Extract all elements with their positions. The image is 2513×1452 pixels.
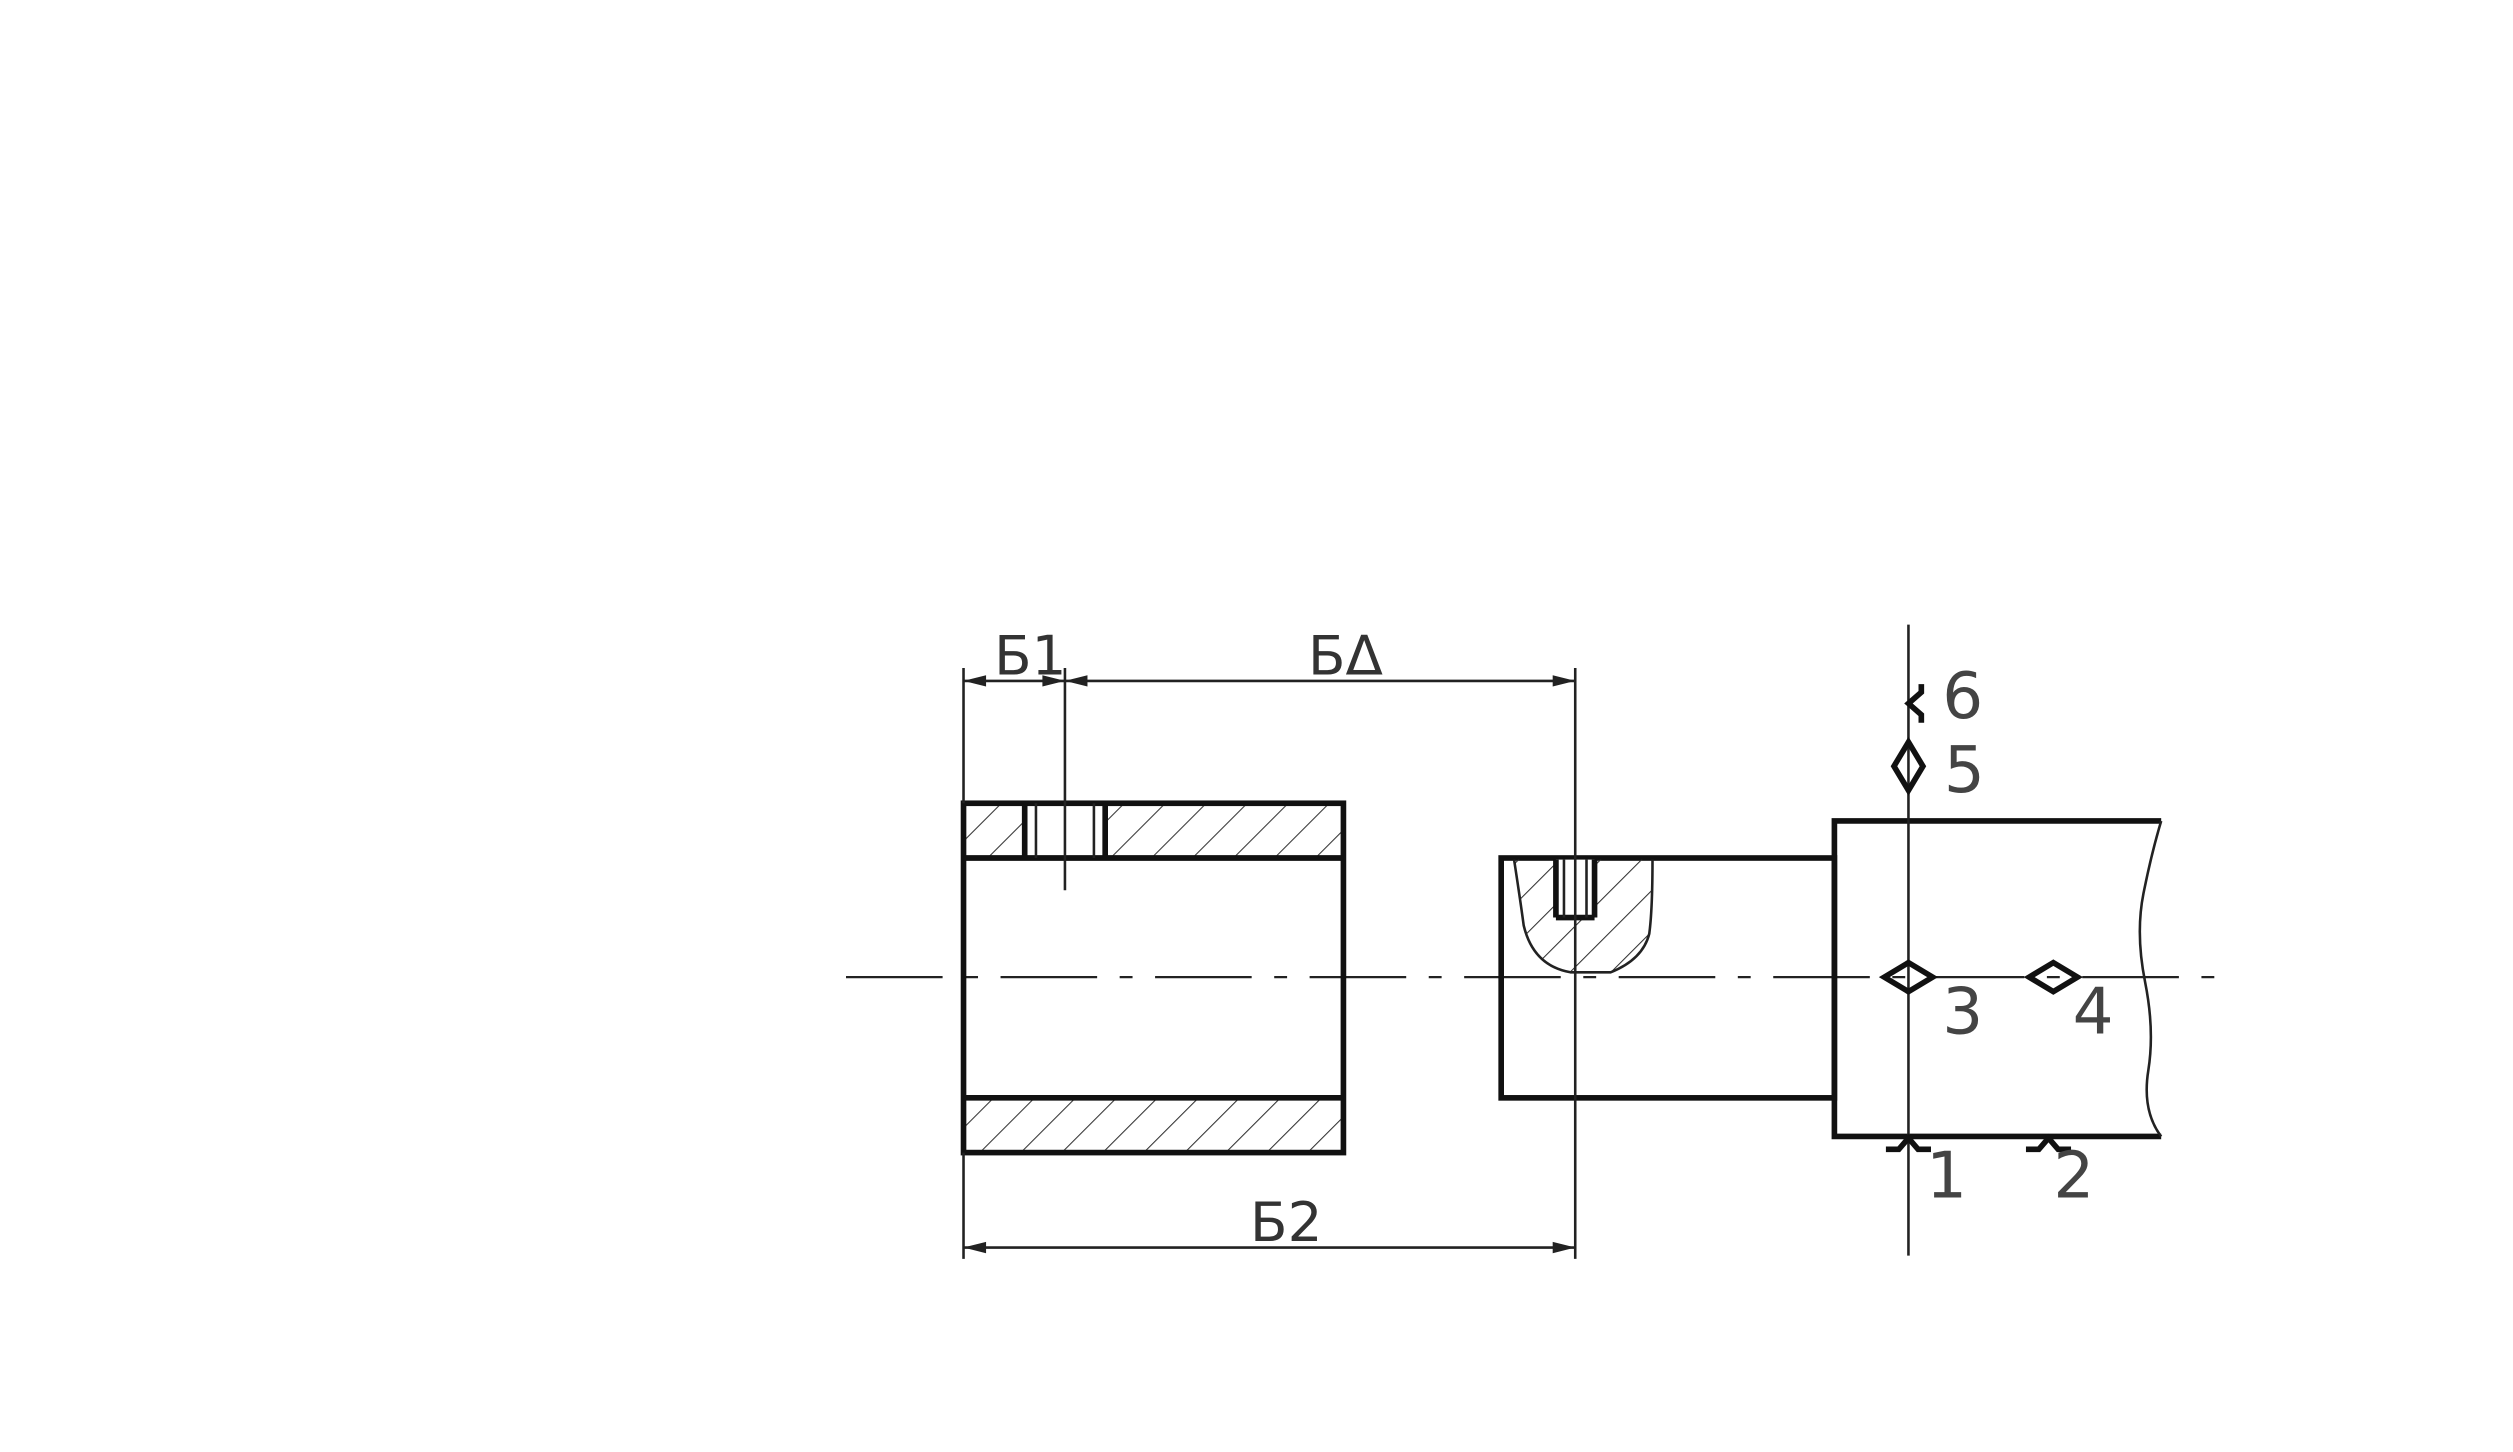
datum-label-3: 3 — [1942, 974, 1983, 1049]
dim-label-b-delta: БΔ — [1308, 623, 1383, 687]
datum-symbol-5 — [1890, 736, 1927, 796]
datum-label-4: 4 — [2073, 974, 2114, 1049]
sleeve-part — [960, 668, 1347, 1156]
datum-symbols: 6 5 3 4 1 2 — [1878, 659, 2114, 1214]
datum-symbol-1 — [1885, 1133, 1931, 1153]
datum-symbol-4 — [2023, 959, 2083, 995]
sleeve-bottom-wall-hatch — [963, 1097, 1344, 1153]
datum-label-1: 1 — [1926, 1139, 1967, 1214]
datum-label-5: 5 — [1944, 733, 1985, 808]
fixture-outline — [1831, 818, 2162, 1140]
datum-label-6: 6 — [1942, 659, 1983, 734]
dim-label-b1: Б1 — [994, 623, 1066, 687]
sleeve-top-wall-hatch — [963, 803, 1344, 858]
shaft-breakout-boundary — [1512, 859, 1654, 974]
fixture-body — [1831, 624, 2163, 1256]
datum-symbol-3 — [1878, 959, 1939, 995]
dim-label-b2: Б2 — [1250, 1190, 1322, 1254]
datum-symbol-6 — [1904, 684, 1925, 723]
shaft-part — [1498, 668, 1838, 1259]
dimensions: Б1 БΔ Б2 — [962, 623, 1576, 1259]
fixture-break-line — [2138, 820, 2163, 1138]
datum-symbol-2 — [2025, 1133, 2072, 1153]
datum-label-2: 2 — [2053, 1139, 2094, 1214]
sleeve-outline — [960, 800, 1347, 1156]
